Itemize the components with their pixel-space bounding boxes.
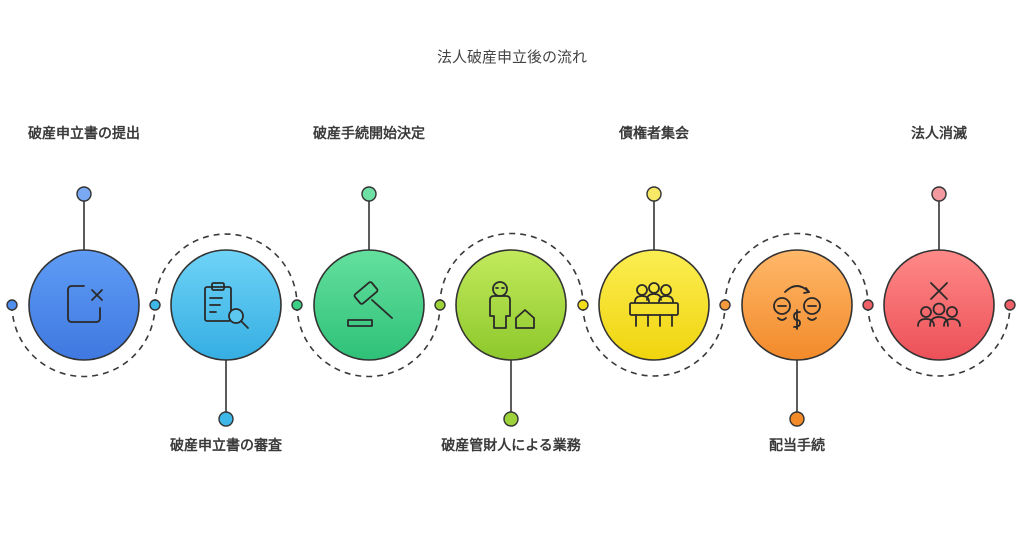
money-distribution-icon	[773, 285, 821, 330]
step-circle-6	[741, 249, 853, 361]
step-label-7: 法人消滅	[911, 126, 967, 142]
step-circle-2	[170, 249, 282, 361]
stem-markers	[76, 186, 947, 427]
step-label-3: 破産手続開始決定	[313, 126, 425, 142]
step-circle-4	[455, 249, 567, 361]
joint-dot	[719, 299, 731, 311]
joint-dot	[577, 299, 589, 311]
trustee-house-icon	[489, 281, 535, 329]
stems	[83, 200, 940, 412]
document-x-icon	[67, 285, 103, 323]
stem-marker	[646, 186, 662, 202]
gavel-icon	[347, 281, 393, 327]
clipboard-search-icon	[204, 282, 249, 329]
stem-marker	[789, 411, 805, 427]
step-circle-3	[313, 249, 425, 361]
step-label-5: 債権者集会	[619, 126, 689, 142]
joint-dot	[1004, 299, 1016, 311]
stem-marker	[503, 411, 519, 427]
step-circle-7	[883, 249, 995, 361]
joint-dot	[149, 299, 161, 311]
diagram-title: 法人破産申立後の流れ	[436, 48, 588, 66]
step-label-1: 破産申立書の提出	[28, 126, 140, 142]
joint-dot	[862, 299, 874, 311]
stem-marker	[76, 186, 92, 202]
stem-marker	[218, 411, 234, 427]
company-dissolved-icon	[917, 282, 961, 327]
step-circle-1	[28, 249, 140, 361]
meeting-table-icon	[629, 282, 679, 327]
joint-dot	[434, 299, 446, 311]
stem-marker	[361, 186, 377, 202]
step-label-2: 破産申立書の審査	[170, 438, 282, 454]
step-circle-5	[598, 249, 710, 361]
joint-dot	[291, 299, 303, 311]
connector-path	[11, 232, 1011, 378]
stem-marker	[931, 186, 947, 202]
step-circles	[28, 249, 995, 361]
connector-dots	[6, 299, 1016, 311]
step-label-6: 配当手続	[769, 438, 825, 454]
joint-dot	[6, 299, 18, 311]
step-label-4: 破産管財人による業務	[441, 438, 581, 454]
